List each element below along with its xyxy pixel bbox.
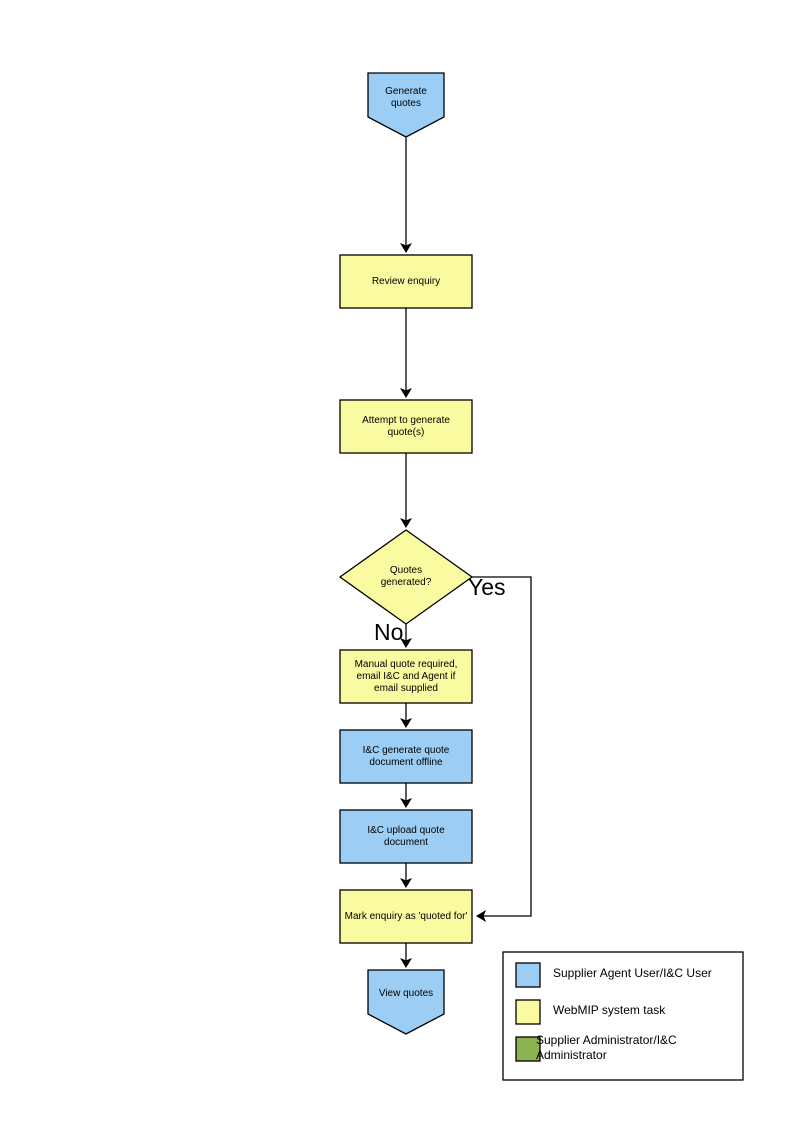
shape-ic-upload-quote-document[interactable]	[339, 809, 473, 864]
connectors	[400, 137, 532, 968]
shape-manual-quote-required[interactable]	[339, 649, 473, 704]
legend-swatch-webmip-system-task	[515, 999, 541, 1025]
shape-mark-enquiry-quoted-for[interactable]	[339, 889, 473, 944]
shape-quotes-generated-decision[interactable]	[338, 529, 474, 625]
edge-label-yes: Yes	[468, 574, 506, 600]
node-shapes	[338, 72, 474, 1035]
edge-label-no: No	[374, 619, 404, 645]
shape-attempt-to-generate-quotes[interactable]	[339, 399, 473, 454]
legend-swatch-supplier-agent-user	[515, 962, 541, 988]
legend-label-webmip-system-task: WebMIP system task	[553, 1003, 666, 1017]
shape-view-quotes[interactable]	[367, 969, 445, 1035]
legend-frame	[502, 951, 744, 1081]
legend-box	[502, 951, 744, 1081]
legend-label-supplier-administrator: Supplier Administrator/I&C Administrator	[536, 1033, 677, 1062]
edge-decision-yes-to-mark-enquiry	[472, 576, 532, 922]
shape-review-enquiry[interactable]	[339, 254, 473, 309]
shape-ic-generate-quote-document-offline[interactable]	[339, 729, 473, 784]
shape-generate-quotes[interactable]	[367, 72, 445, 138]
legend-label-supplier-agent-user: Supplier Agent User/I&C User	[553, 966, 712, 980]
legend-swatch-supplier-administrator	[515, 1036, 541, 1062]
